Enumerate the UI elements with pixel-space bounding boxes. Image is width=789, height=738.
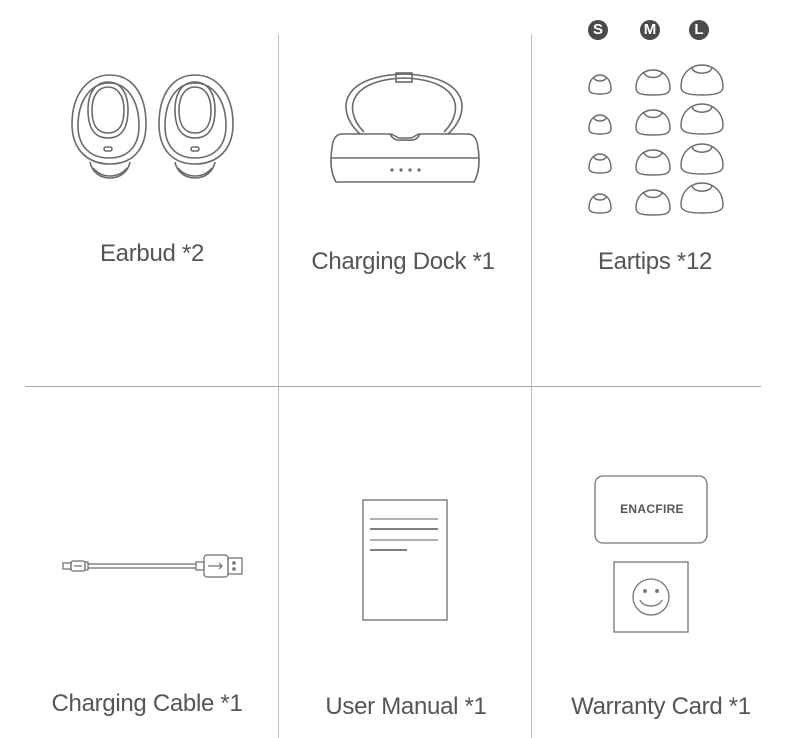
user-manual-label: User Manual *1 [325,693,487,720]
charging-case-icon [330,72,480,183]
horizontal-divider [25,386,761,387]
eartips-icon [588,64,724,216]
charging-dock-label: Charging Dock *1 [311,248,495,275]
size-badge-m: M [640,20,660,40]
warranty-card-label: Warranty Card *1 [571,693,751,720]
brand-logo: ENACFIRE [620,502,684,516]
warranty-card-icon [594,475,708,544]
earbuds-icon [71,74,234,179]
size-badge-l: L [689,20,709,40]
smiley-card-icon [613,561,689,633]
size-badge-s: S [588,20,608,40]
charging-cable-label: Charging Cable *1 [51,690,243,717]
eartips-label: Eartips *12 [597,248,713,275]
manual-document-icon [362,499,448,621]
usb-cable-icon [62,554,243,578]
earbud-label: Earbud *2 [99,240,205,267]
